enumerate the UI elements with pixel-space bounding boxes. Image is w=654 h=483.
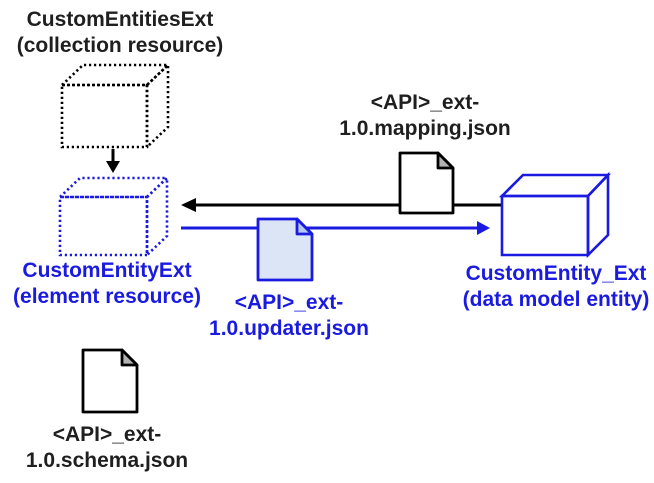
collection-resource-name: CustomEntitiesExt — [26, 8, 214, 31]
schema-file-name-part1: <API>_ext- — [52, 423, 162, 446]
mapping-document-icon — [398, 151, 455, 215]
updater-file-name-part2: 1.0.updater.json — [209, 317, 369, 340]
schema-file-name-part2: 1.0.schema.json — [25, 449, 189, 472]
data-model-entity-type: (data model entity) — [462, 288, 650, 311]
updater-file-name-part1: <API>_ext- — [234, 291, 344, 314]
collection-resource-type: (collection resource) — [16, 34, 224, 57]
data-model-entity-name: CustomEntity_Ext — [465, 262, 647, 285]
collection-resource-label: CustomEntitiesExt (collection resource) — [0, 7, 240, 59]
down-arrow — [106, 149, 120, 173]
solid-blue-cube-icon — [498, 171, 612, 259]
dotted-black-cube-icon — [58, 61, 172, 151]
mapping-file-name-part2: 1.0.mapping.json — [339, 117, 511, 140]
dotted-blue-cube-icon — [56, 174, 171, 259]
element-resource-name: CustomEntityExt — [22, 259, 192, 282]
right-arrow — [181, 221, 490, 235]
schema-file-label: <API>_ext- 1.0.schema.json — [5, 422, 209, 474]
data-model-entity-label: CustomEntity_Ext (data model entity) — [454, 261, 654, 313]
mapping-file-name-part1: <API>_ext- — [370, 91, 480, 114]
element-resource-type: (element resource) — [13, 285, 201, 308]
element-resource-label: CustomEntityExt (element resource) — [5, 258, 209, 310]
mapping-file-label: <API>_ext- 1.0.mapping.json — [325, 90, 525, 142]
updater-document-icon — [256, 217, 314, 282]
schema-document-icon — [81, 348, 139, 414]
updater-file-label: <API>_ext- 1.0.updater.json — [187, 290, 391, 342]
